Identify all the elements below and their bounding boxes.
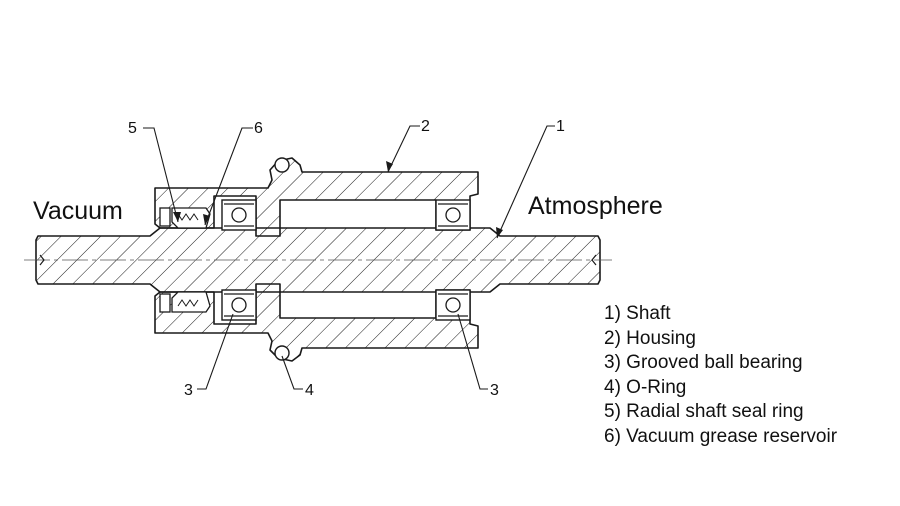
parts-legend: 1) Shaft 2) Housing 3) Grooved ball bear…	[604, 302, 837, 450]
bearing-ball	[445, 207, 461, 223]
legend-item-o-ring: 4) O-Ring	[604, 376, 687, 398]
o-ring-top	[274, 157, 290, 173]
bearing-right-bottom	[435, 289, 471, 321]
shaft	[35, 227, 601, 293]
callout-1: 1	[556, 118, 565, 135]
leader-4	[281, 355, 303, 390]
bearing-ball	[231, 207, 247, 223]
legend-item-bearing: 3) Grooved ball bearing	[604, 352, 803, 374]
callout-3-right: 3	[490, 382, 499, 399]
leader-3-left	[197, 313, 234, 390]
bearing-ball	[231, 297, 247, 313]
leader-2	[387, 125, 420, 173]
bearing-ball	[445, 297, 461, 313]
atmosphere-label: Atmosphere	[528, 192, 663, 220]
callout-3-left: 3	[184, 382, 193, 399]
callout-6: 6	[254, 120, 263, 137]
leader-5	[143, 127, 179, 223]
legend-item-shaft: 1) Shaft	[604, 303, 671, 324]
leader-3-right	[457, 313, 488, 390]
legend-item-seal-ring: 5) Radial shaft seal ring	[604, 401, 804, 423]
seal-flange-bottom	[159, 293, 171, 313]
legend-item-grease-reservoir: 6) Vacuum grease reservoir	[604, 425, 838, 447]
vacuum-label: Vacuum	[33, 197, 123, 225]
leader-1	[496, 125, 555, 239]
callout-2: 2	[421, 118, 430, 135]
seal-flange-top	[159, 207, 171, 227]
leader-6	[204, 127, 253, 226]
legend-item-housing: 2) Housing	[604, 327, 696, 349]
bearing-left-top	[221, 199, 257, 231]
callout-4: 4	[305, 382, 314, 399]
bearing-left-bottom	[221, 289, 257, 321]
bearing-right-top	[435, 199, 471, 231]
o-ring-bottom	[274, 345, 290, 361]
callout-5: 5	[128, 120, 137, 137]
